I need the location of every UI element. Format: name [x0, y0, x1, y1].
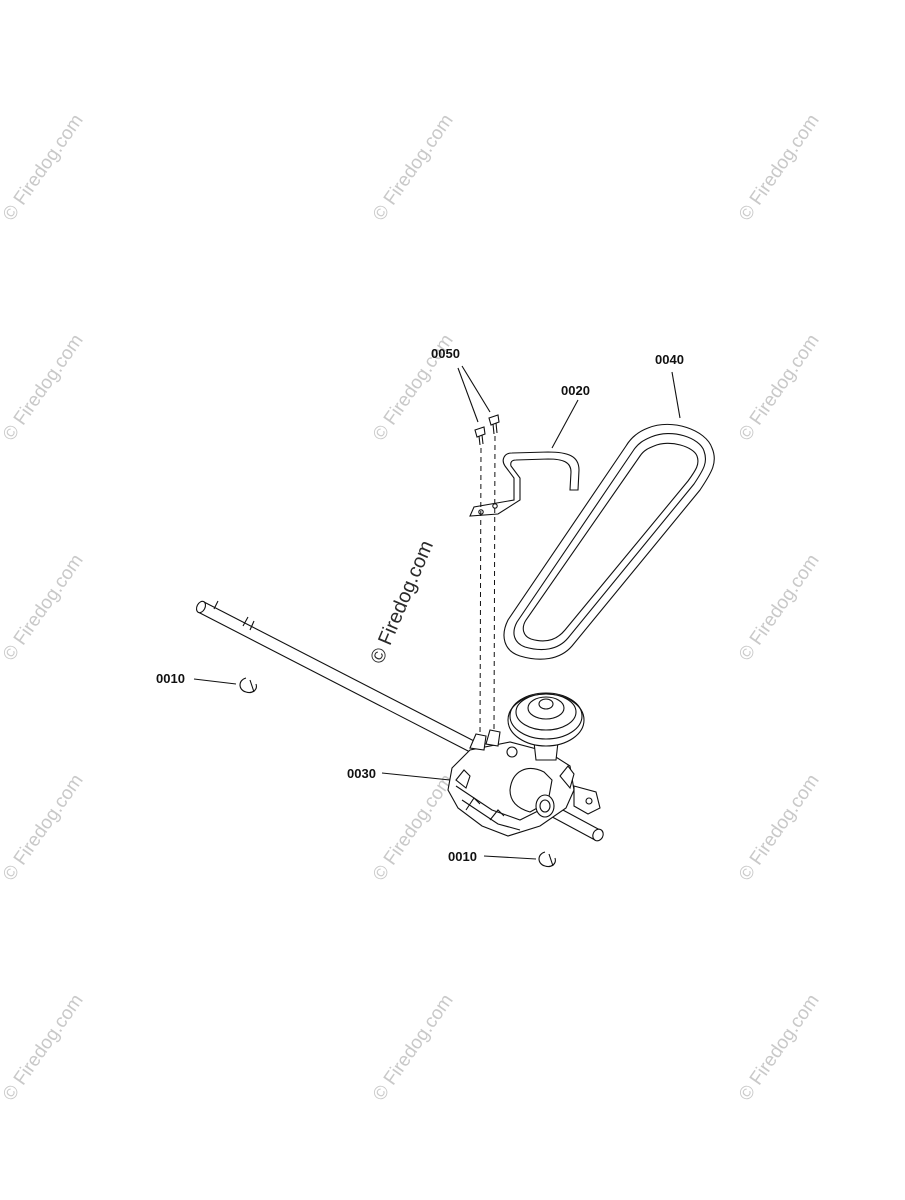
watermark: © Firedog.com: [0, 551, 88, 665]
watermark: © Firedog.com: [735, 771, 824, 885]
watermark: © Firedog.com: [735, 111, 824, 225]
part-label-0030: 0030: [347, 766, 376, 781]
watermark: © Firedog.com: [369, 771, 458, 885]
clip-left: [239, 677, 257, 694]
watermark: © Firedog.com: [369, 991, 458, 1105]
part-label-0010-left: 0010: [156, 671, 185, 686]
watermark: © Firedog.com: [0, 331, 88, 445]
drive-belt: [503, 423, 715, 660]
watermark: © Firedog.com: [0, 771, 88, 885]
watermark-grid: © Firedog.com © Firedog.com © Firedog.co…: [0, 111, 824, 1105]
callout-lines: [193, 365, 681, 860]
pulley: [507, 692, 585, 761]
part-label-0050: 0050: [431, 346, 460, 361]
gearbox: [447, 729, 601, 837]
watermark: © Firedog.com: [735, 991, 824, 1105]
alignment-lines: [479, 435, 496, 739]
watermark-center: © Firedog.com: [366, 537, 438, 667]
watermark: © Firedog.com: [369, 111, 458, 225]
axle-shaft: [195, 600, 604, 842]
watermark: © Firedog.com: [0, 111, 88, 225]
part-label-0020: 0020: [561, 383, 590, 398]
watermark: © Firedog.com: [0, 991, 88, 1105]
part-label-0010-bottom: 0010: [448, 849, 477, 864]
screws: [474, 414, 500, 446]
part-label-0040: 0040: [655, 352, 684, 367]
watermark: © Firedog.com: [735, 551, 824, 665]
watermark: © Firedog.com: [735, 331, 824, 445]
clip-bottom: [538, 851, 556, 868]
shift-rod: [469, 451, 580, 517]
